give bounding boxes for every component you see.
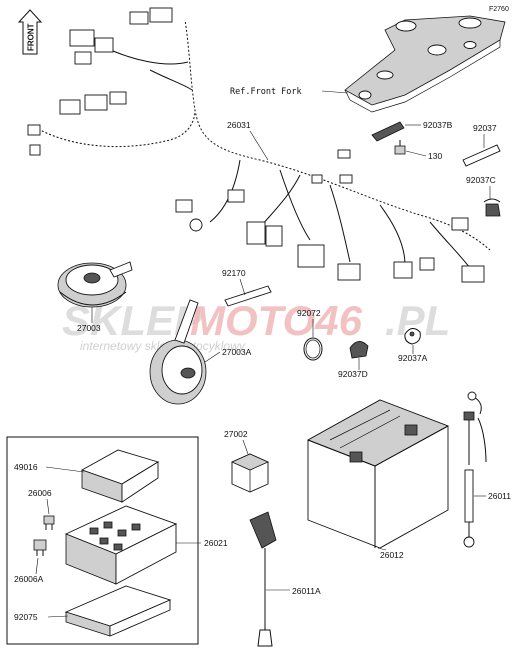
part-92072-band: [303, 337, 323, 361]
part-26006a-fuse: [33, 539, 47, 556]
leader-26006: [46, 498, 50, 515]
front-arrow-icon: FRONT: [17, 9, 43, 55]
part-49016-cover: [80, 449, 160, 503]
leader-27002: [242, 439, 249, 455]
part-27002-relay: [231, 453, 269, 493]
label-26006a: 26006A: [14, 574, 44, 584]
part-92037d-clamp: [349, 341, 369, 359]
label-26011a: 26011A: [292, 586, 321, 596]
leader-26012: [377, 547, 387, 551]
leader-26006a: [35, 557, 39, 575]
upper-bracket-ref-front-fork: [344, 15, 506, 113]
label-26021: 26021: [204, 538, 228, 548]
label-92037d: 92037D: [338, 369, 368, 379]
part-92037c-clip: [483, 198, 501, 217]
label-49016: 49016: [14, 462, 38, 472]
label-26006: 26006: [28, 488, 52, 498]
watermark: SKLEP MOTO46 .PL internetowy sklep motoc…: [62, 297, 450, 353]
label-26012: 26012: [380, 550, 404, 560]
label-92037a: 92037A: [398, 353, 428, 363]
part-27003-horn: [57, 261, 133, 308]
leader-26031: [249, 130, 269, 161]
part-26011a-cable: [249, 511, 277, 647]
label-27002: 27002: [224, 429, 248, 439]
part-27003a-horn: [149, 299, 207, 405]
part-92170-bracket: [224, 285, 272, 307]
label-92072: 92072: [297, 308, 321, 318]
label-ref-front-fork: Ref.Front Fork: [230, 87, 302, 97]
leader-92075: [47, 615, 69, 618]
label-92037b: 92037B: [423, 120, 453, 130]
part-26011-cable: [463, 391, 487, 548]
label-27003a: 27003A: [222, 347, 252, 357]
part-130-bolt: [394, 140, 406, 155]
leader-130: [405, 150, 427, 157]
label-92075: 92075: [14, 612, 38, 622]
leader-27003a: [204, 351, 221, 363]
fuse-box-group-frame: [6, 436, 199, 645]
label-26031: 26031: [227, 120, 251, 130]
label-27003: 27003: [77, 323, 101, 333]
part-92037a-clamp: [404, 328, 421, 345]
watermark-logo-moto46: MOTO46: [190, 297, 363, 344]
label-92037: 92037: [473, 123, 497, 133]
label-26011: 26011: [488, 491, 511, 501]
part-26021-fuse-box: [64, 505, 178, 585]
part-92037b-clamp: [371, 121, 405, 142]
leader-92170: [239, 278, 246, 296]
watermark-logo-pl: .PL: [385, 297, 450, 344]
part-26031-main-harness: [27, 7, 492, 283]
leader-ref-front-fork: [321, 90, 349, 94]
label-92170: 92170: [222, 268, 246, 278]
part-92037-clamp: [462, 144, 501, 167]
label-92037c: 92037C: [466, 175, 496, 185]
figure-code: F2760: [489, 6, 509, 13]
front-marker-label: FRONT: [27, 23, 36, 51]
part-26012-battery: [307, 399, 449, 549]
leader-49016: [45, 466, 85, 473]
label-130: 130: [428, 151, 442, 161]
part-92075-tray: [64, 585, 172, 637]
part-26006-fuse: [43, 515, 55, 530]
